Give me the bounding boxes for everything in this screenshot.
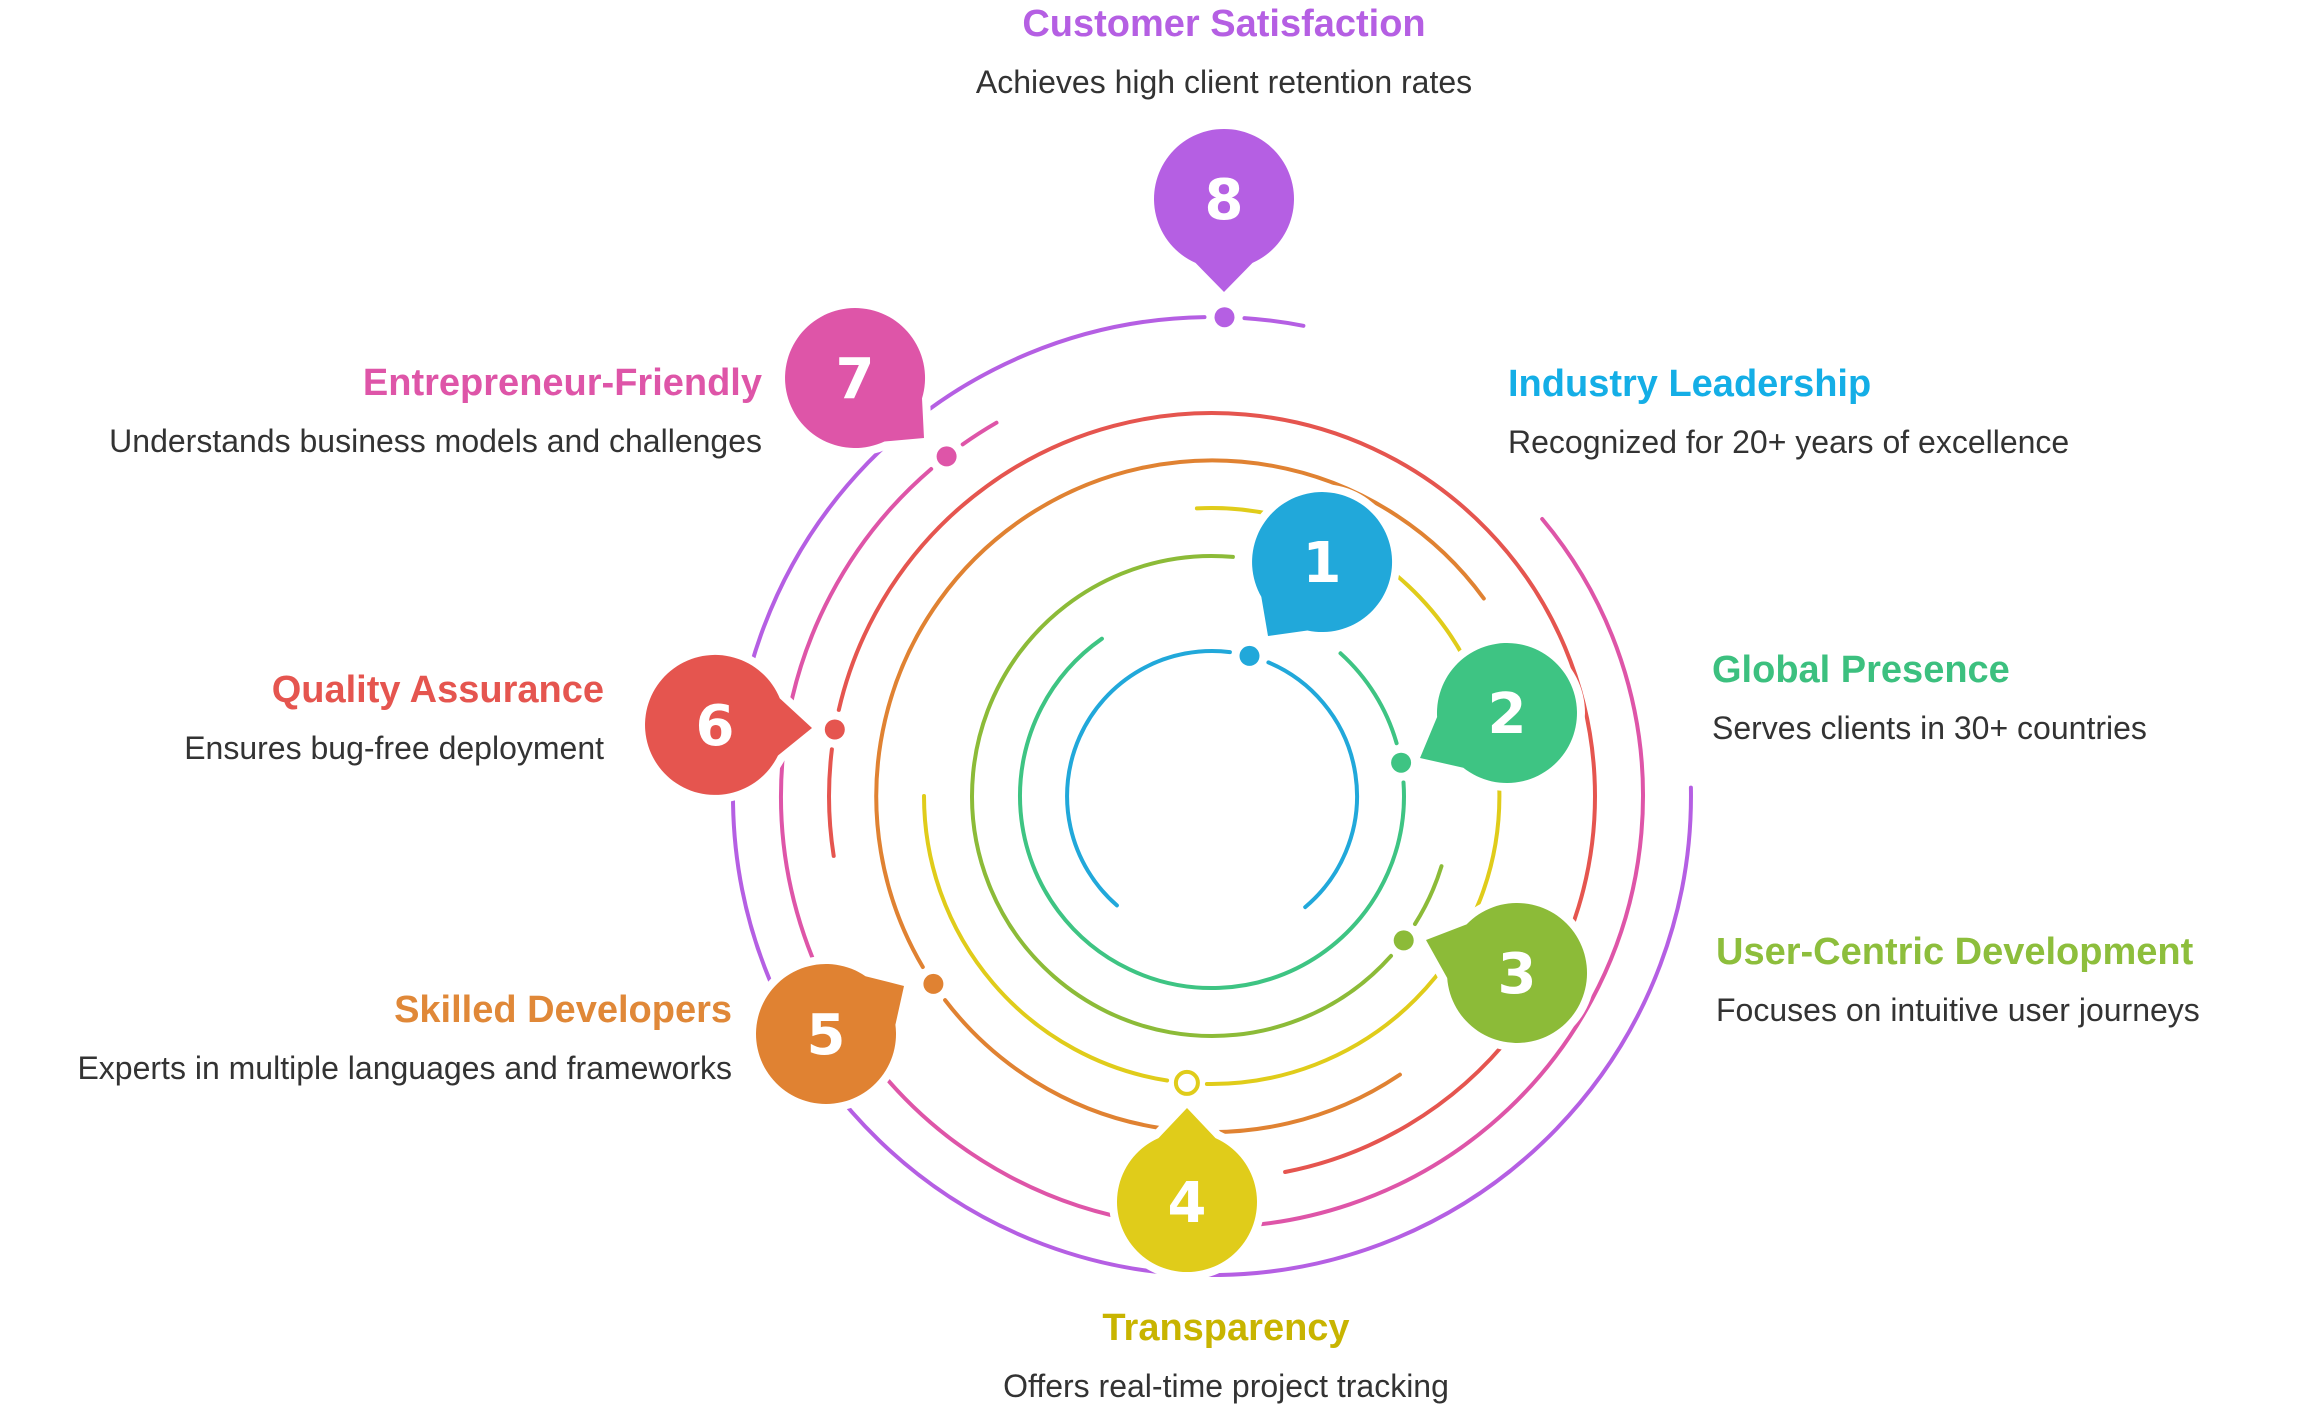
item-description: Offers real-time project tracking: [1003, 1368, 1449, 1404]
label-industry-leadership: Industry Leadership Recognized for 20+ y…: [1508, 362, 2069, 462]
ring-1-dot: [1239, 645, 1260, 666]
item-title: Customer Satisfaction: [1022, 3, 1426, 45]
ring-4-dot: [1173, 1069, 1200, 1096]
badge-number: 2: [1488, 682, 1527, 747]
ring-2-arc: [1017, 636, 1406, 990]
badge-5: 5: [748, 956, 912, 1112]
badge-7: 7: [777, 300, 934, 456]
item-description: Achieves high client retention rates: [975, 64, 1473, 100]
badge-3: 3: [1418, 894, 1596, 1051]
ring-7-arc: [779, 467, 1645, 1229]
badge-4: 4: [1109, 1100, 1265, 1280]
badge-number: 6: [696, 694, 735, 759]
badge-1: 1: [1244, 484, 1401, 644]
badge-6: 6: [637, 646, 820, 803]
speech-bubble-icon: [1420, 643, 1577, 784]
item-title: Entrepreneur-Friendly: [362, 362, 762, 404]
ring-2-arc: [1338, 651, 1399, 746]
item-title: Global Presence: [1712, 649, 2010, 691]
ring-1-arc: [1266, 660, 1360, 910]
badge-2: 2: [1412, 635, 1585, 791]
label-customer-satisfaction: Customer Satisfaction Achieves high clie…: [976, 2, 1472, 102]
ring-3-arc: [1413, 864, 1444, 926]
item-description: Focuses on intuitive user journeys: [1716, 992, 2200, 1028]
ring-2-dot: [1391, 752, 1412, 773]
label-global-presence: Global Presence Serves clients in 30+ co…: [1712, 648, 2147, 748]
label-entrepreneur-friendly: Entrepreneur-Friendly Understands busine…: [109, 361, 762, 461]
badge-number: 8: [1205, 168, 1244, 233]
badge-number: 7: [836, 347, 875, 412]
ring-6-dot: [824, 719, 845, 740]
ring-4-arc: [922, 794, 1170, 1083]
ring-8-arc: [1242, 316, 1306, 328]
item-description: Understands business models and challeng…: [109, 423, 762, 459]
badge-number: 3: [1498, 942, 1537, 1007]
ring-3-arc: [970, 554, 1393, 1038]
item-title: Industry Leadership: [1508, 363, 1872, 405]
ring-8-arc: [730, 315, 1693, 1278]
speech-bubble-icon: [1252, 492, 1393, 636]
speech-bubble-icon: [645, 654, 812, 795]
ring-7-arc: [960, 420, 999, 447]
ring-dots-layer: [824, 307, 1414, 1096]
item-title: Skilled Developers: [394, 989, 732, 1031]
ring-6-arc: [827, 747, 836, 858]
label-user-centric-development: User-Centric Development Focuses on intu…: [1716, 930, 2200, 1030]
speech-bubble-icon: [1426, 902, 1588, 1043]
speech-bubble-icon: [785, 308, 926, 449]
speech-bubble-icon: [1153, 128, 1295, 292]
item-title: Transparency: [1102, 1307, 1350, 1349]
badge-number: 1: [1303, 531, 1342, 596]
label-skilled-developers: Skilled Developers Experts in multiple l…: [77, 988, 732, 1088]
ring-7-dot: [936, 446, 957, 467]
speech-bubble-icon: [756, 963, 904, 1104]
badge-number: 5: [807, 1003, 846, 1068]
label-quality-assurance: Quality Assurance Ensures bug-free deplo…: [184, 668, 604, 768]
ring-6-arc: [836, 411, 1597, 1174]
ring-5-dot: [923, 973, 944, 994]
item-title: Quality Assurance: [271, 669, 604, 711]
badges-layer: 1 2 3 4 5 6 7 8: [637, 121, 1596, 1280]
badge-8: 8: [1146, 121, 1302, 300]
speech-bubble-icon: [1117, 1108, 1257, 1273]
ring-8-dot: [1214, 307, 1235, 328]
item-description: Recognized for 20+ years of excellence: [1508, 424, 2070, 460]
label-transparency: Transparency Offers real-time project tr…: [1003, 1306, 1449, 1406]
item-description: Serves clients in 30+ countries: [1712, 710, 2147, 746]
ring-1-arc: [1065, 649, 1232, 908]
ring-3-dot: [1393, 930, 1414, 951]
item-description: Experts in multiple languages and framew…: [77, 1050, 732, 1086]
item-description: Ensures bug-free deployment: [184, 730, 604, 766]
badge-number: 4: [1168, 1171, 1207, 1236]
item-title: User-Centric Development: [1716, 931, 2194, 973]
